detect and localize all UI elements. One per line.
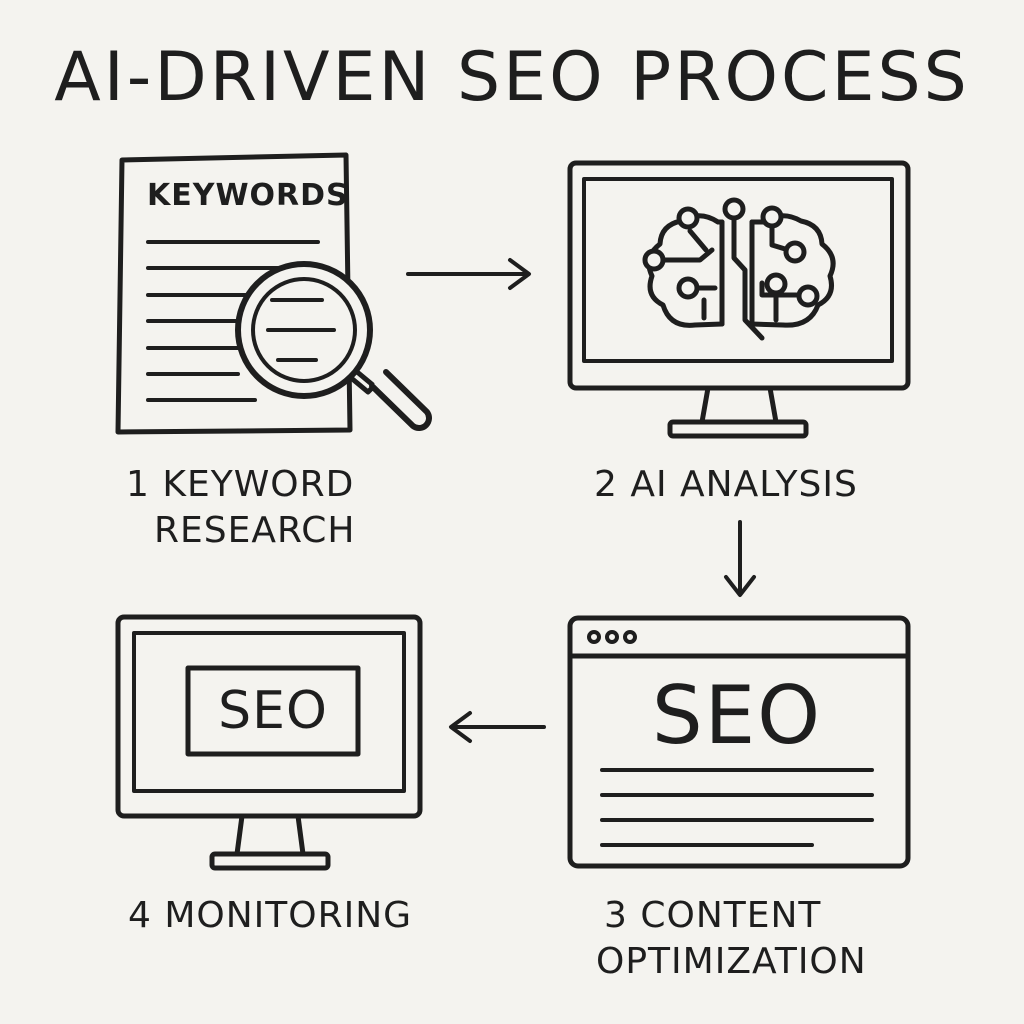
step-2-label: 2 AI ANALYSIS — [594, 462, 858, 508]
step-1-label-line-2: RESEARCH — [154, 510, 356, 551]
browser-seo-text: SEO — [651, 669, 823, 762]
browser-window-icon — [567, 615, 911, 869]
document-magnifier-icon — [115, 152, 432, 435]
monitor-screen — [582, 177, 894, 363]
brain-icon — [646, 213, 836, 341]
monitor-screen — [132, 631, 406, 793]
circuit-nodes — [642, 197, 820, 308]
browser-frame — [567, 615, 911, 869]
step-2-label-line-1: 2 AI ANALYSIS — [594, 464, 858, 505]
step-3-label: 3 CONTENT OPTIMIZATION — [596, 893, 867, 985]
step-3-label-line-2: OPTIMIZATION — [596, 941, 867, 982]
monitor-frame — [567, 160, 911, 391]
magnifier-icon — [235, 261, 432, 431]
monitor-frame — [115, 614, 423, 819]
step-3-label-line-1: 3 CONTENT — [604, 895, 822, 936]
document-heading: KEYWORDS — [147, 178, 349, 213]
window-dot-icon — [605, 630, 619, 644]
content-text-lines — [600, 768, 874, 847]
monitor-brain-circuit-icon — [567, 160, 911, 439]
arrow-down-icon — [724, 520, 756, 597]
seo-box — [185, 665, 361, 757]
diagram-title: AI-DRIVEN SEO PROCESS — [54, 38, 970, 117]
monitor-stand-base — [209, 851, 331, 871]
step-1-label: 1 KEYWORD RESEARCH — [126, 462, 355, 554]
monitor-icon — [115, 614, 423, 871]
step-4-label-line-1: 4 MONITORING — [128, 895, 413, 936]
monitor-stand-base — [667, 419, 809, 439]
step-1-label-line-1: 1 KEYWORD — [126, 464, 355, 505]
window-dot-icon — [623, 630, 637, 644]
arrow-right-icon — [406, 258, 531, 290]
arrow-left-icon — [449, 711, 546, 743]
monitor-seo-text: SEO — [218, 681, 328, 741]
window-dot-icon — [587, 630, 601, 644]
step-4-label: 4 MONITORING — [128, 893, 412, 939]
